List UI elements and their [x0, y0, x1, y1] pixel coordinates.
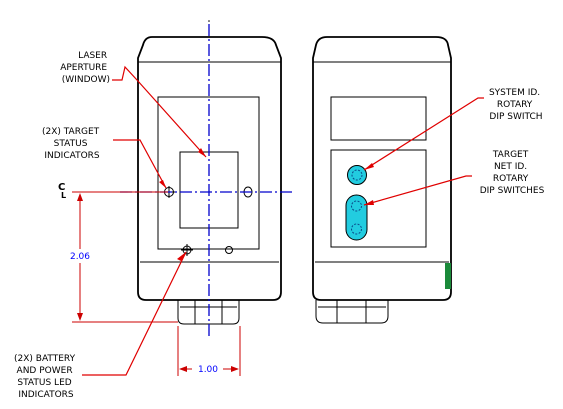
height-dimension-value: 2.06	[70, 252, 90, 262]
target-net-id-leader	[363, 175, 472, 206]
svg-text:L: L	[61, 191, 66, 200]
battery-led	[181, 244, 193, 256]
net-id-switches	[345, 194, 368, 241]
front-housing	[137, 36, 282, 301]
target-status-leader	[113, 139, 167, 189]
rear-housing	[312, 36, 452, 301]
battery-status-leader	[82, 251, 187, 376]
target-net-id-label: TARGET NET ID. ROTARY DIP SWITCHES	[480, 150, 545, 196]
dimensions: 2.06 1.00	[70, 191, 241, 376]
laser-aperture-callout: LASER APERTURE (WINDOW)	[60, 51, 207, 158]
target-status-callout: (2X) TARGET STATUS INDICATORS	[42, 127, 167, 189]
battery-status-label: (2X) BATTERY AND POWER STATUS LED INDICA…	[14, 354, 78, 400]
target-status-label: (2X) TARGET STATUS INDICATORS	[42, 127, 102, 161]
rear-label-panel	[330, 96, 427, 141]
system-id-label: SYSTEM ID. ROTARY DIP SWITCH	[489, 88, 543, 122]
target-net-id-callout: TARGET NET ID. ROTARY DIP SWITCHES	[363, 150, 545, 206]
laser-aperture-leader	[112, 65, 207, 158]
power-led	[225, 246, 233, 254]
width-dimension-value: 1.00	[198, 365, 218, 375]
rear-connector-nut	[315, 300, 389, 324]
system-id-leader	[363, 97, 484, 171]
rear-view	[312, 36, 452, 324]
battery-status-callout: (2X) BATTERY AND POWER STATUS LED INDICA…	[14, 251, 187, 400]
rear-connector-accent	[445, 263, 451, 289]
svg-text:C: C	[58, 182, 65, 193]
centerline-symbol: C L	[58, 182, 66, 200]
front-view	[120, 20, 292, 338]
laser-aperture-label: LASER APERTURE (WINDOW)	[60, 51, 110, 85]
rear-switch-panel	[330, 149, 427, 248]
system-id-switch	[347, 165, 367, 185]
system-id-callout: SYSTEM ID. ROTARY DIP SWITCH	[363, 88, 543, 171]
